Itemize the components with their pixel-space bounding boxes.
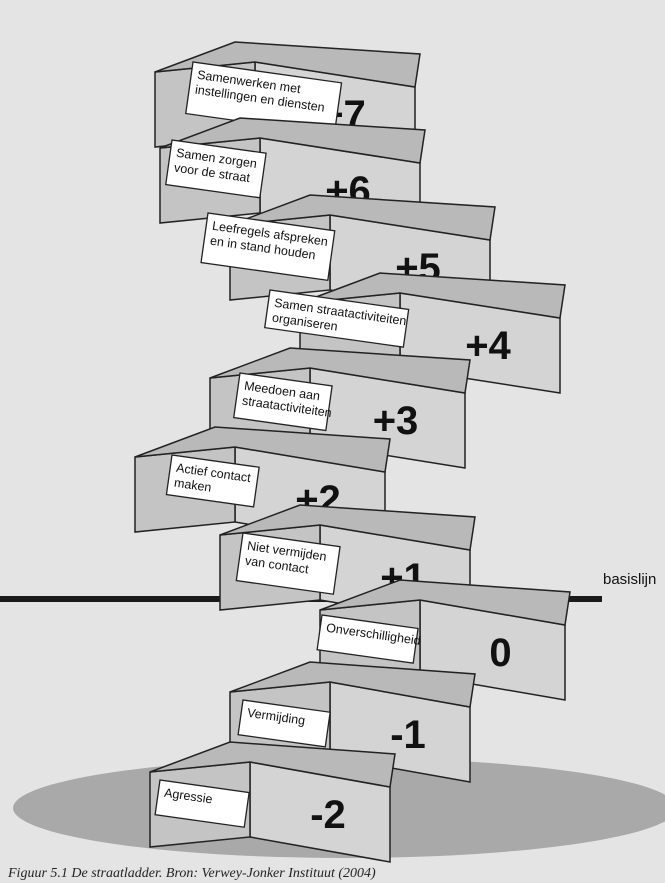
step-minus-2: -2 Agressie bbox=[149, 741, 396, 863]
step-top-face bbox=[134, 426, 391, 473]
step-top-face bbox=[209, 347, 471, 394]
step-value: -1 bbox=[390, 713, 426, 757]
step-top-face bbox=[149, 741, 396, 788]
step-label-frame bbox=[154, 779, 250, 828]
step-top-face bbox=[319, 579, 571, 626]
step-top-face bbox=[299, 272, 566, 319]
step-value: 0 bbox=[489, 631, 511, 675]
figure-caption: Figuur 5.1 De straatladder. Bron: Verwey… bbox=[8, 866, 376, 881]
step-label-line: maken bbox=[173, 476, 212, 495]
step-top-face bbox=[159, 117, 426, 164]
step-value: +3 bbox=[373, 399, 419, 443]
step-top-face bbox=[229, 194, 496, 241]
step-top-face bbox=[219, 504, 476, 551]
step-label-frame bbox=[165, 139, 267, 199]
step-label-frame bbox=[233, 372, 333, 432]
step-top-face bbox=[229, 661, 476, 708]
step-label-line: Agressie bbox=[163, 786, 213, 807]
step-label-box: Vermijding bbox=[237, 699, 331, 748]
step-label-frame bbox=[235, 532, 341, 595]
step-label-frame bbox=[200, 212, 336, 282]
step-label-frame bbox=[263, 289, 410, 348]
step-top-face bbox=[154, 41, 421, 88]
step-value: -2 bbox=[310, 793, 346, 837]
step-label-frame bbox=[237, 699, 331, 748]
baseline-label: basislijn bbox=[603, 571, 656, 588]
step-label-frame bbox=[316, 614, 419, 664]
step-value: +4 bbox=[465, 324, 511, 368]
step-label-box: Agressie bbox=[154, 779, 250, 828]
step-label-frame bbox=[165, 454, 260, 508]
